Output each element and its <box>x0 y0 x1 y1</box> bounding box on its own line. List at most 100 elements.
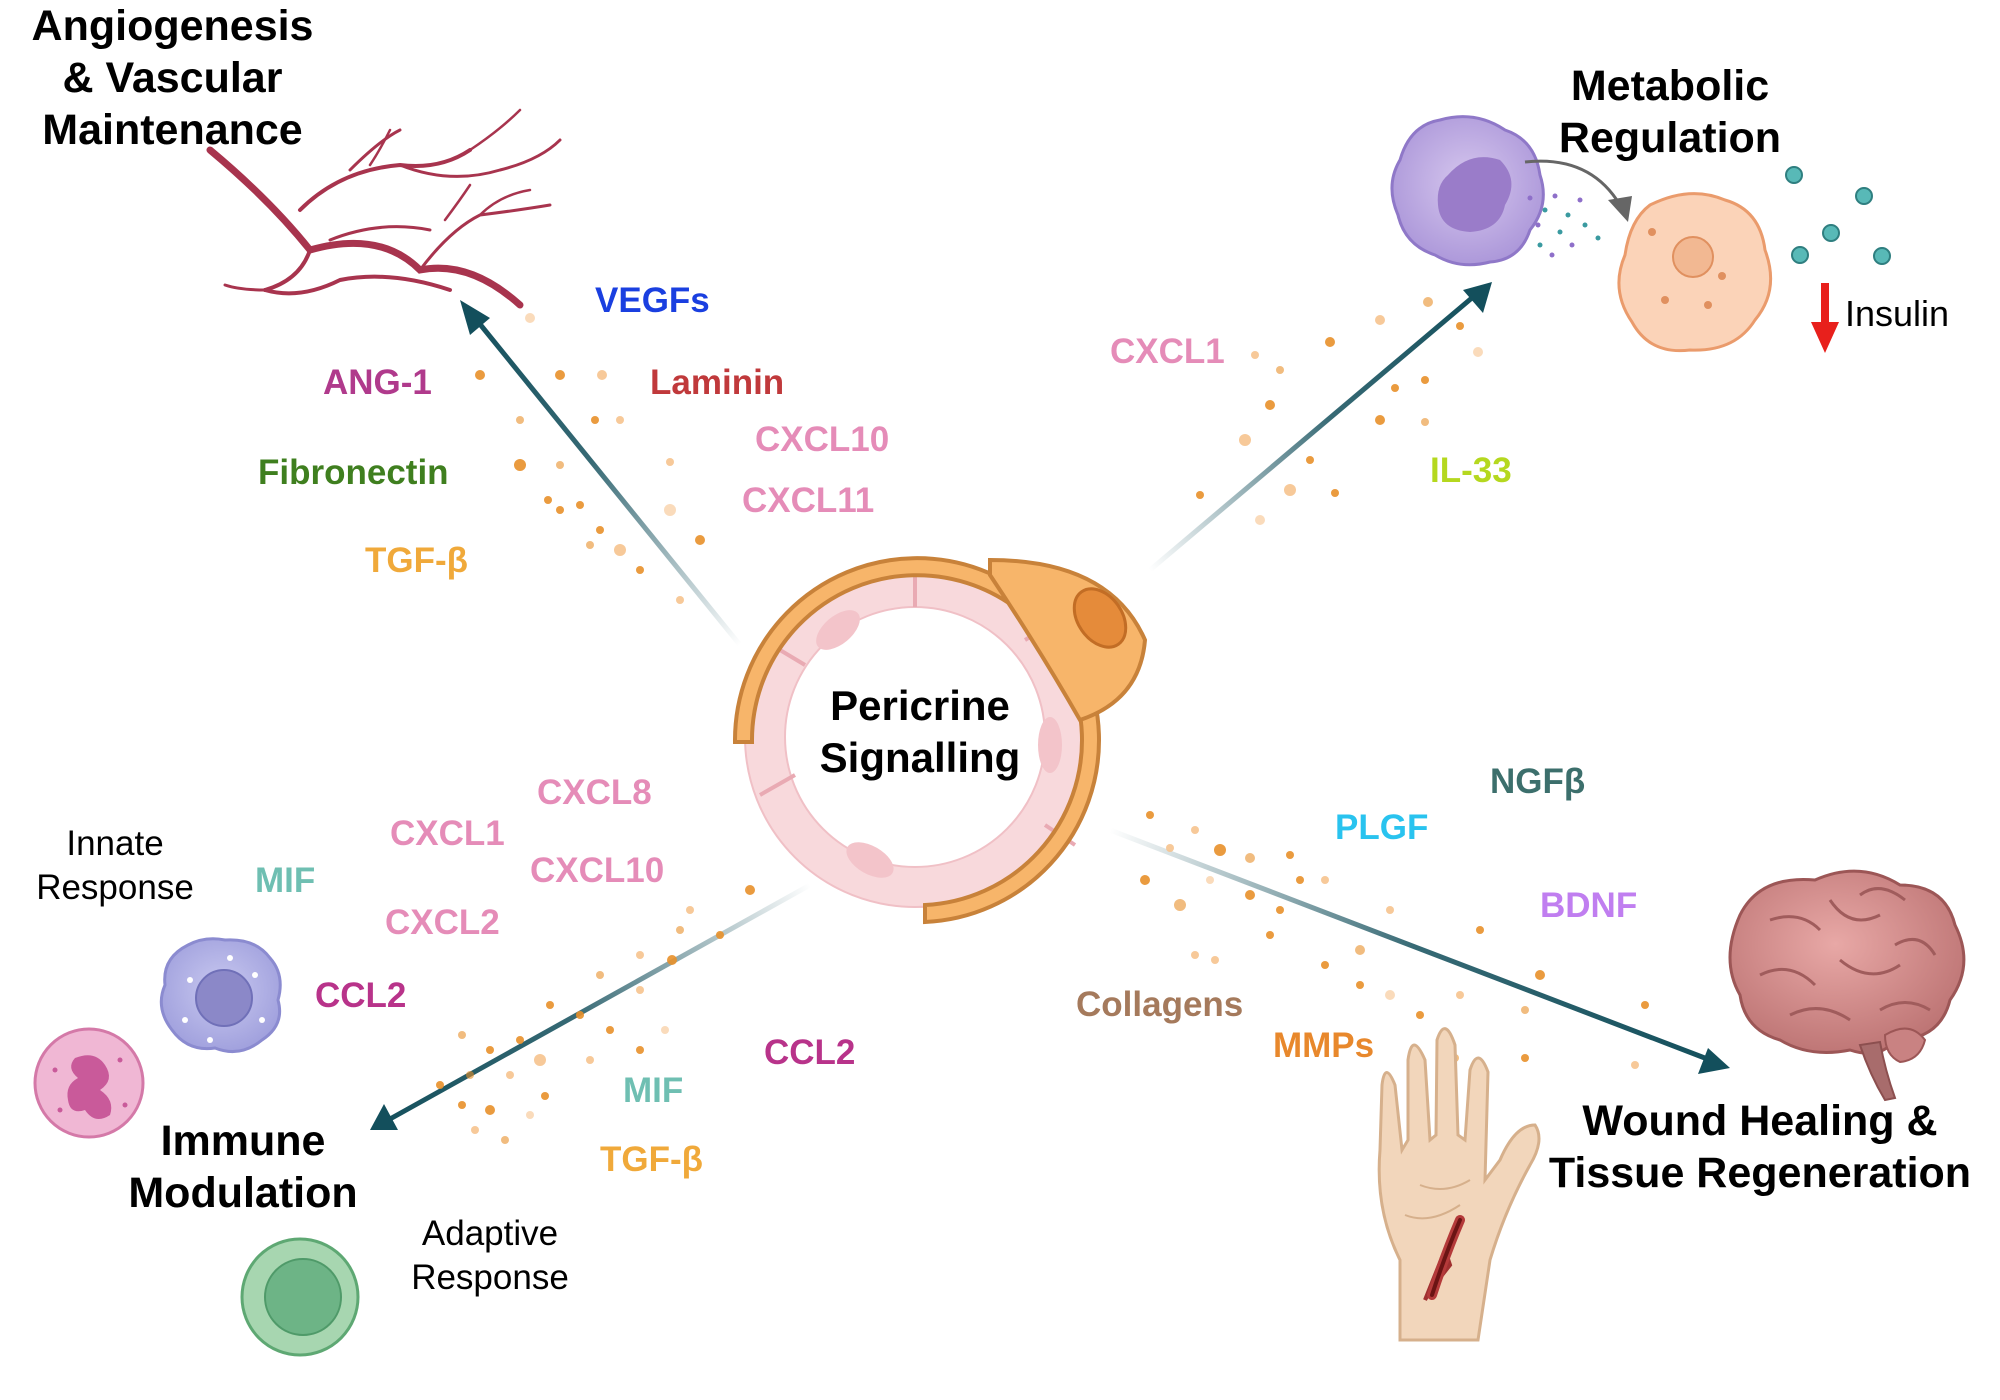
secreted-particles <box>436 297 1649 1144</box>
particle-dot <box>596 526 604 534</box>
particle-dot <box>1386 906 1394 914</box>
label-mif-lower: MIF <box>623 1071 684 1110</box>
center-title: Pericrine Signalling <box>790 680 1050 784</box>
center-title-line1: Pericrine <box>830 682 1010 729</box>
particle-dot <box>1375 315 1385 325</box>
particle-dot <box>1356 981 1364 989</box>
arrows-group <box>370 282 1730 1130</box>
particle-dot <box>1375 415 1385 425</box>
particle-dot <box>1286 851 1294 859</box>
center-title-line2: Signalling <box>819 734 1021 781</box>
label-vegfs: VEGFs <box>595 281 710 320</box>
label-cxcl11: CXCL11 <box>742 481 875 520</box>
angiogenesis-title-line2: & Vascular <box>62 54 283 102</box>
particle-dot <box>586 541 594 549</box>
label-ccl2-upper: CCL2 <box>315 976 407 1015</box>
label-ang1: ANG-1 <box>323 363 432 402</box>
label-fibronectin: Fibronectin <box>258 453 449 492</box>
particle-dot <box>1321 961 1329 969</box>
particle-dot <box>1191 826 1199 834</box>
arrow-to-immune <box>388 882 812 1122</box>
angiogenesis-title-line3: Maintenance <box>42 106 303 154</box>
particle-dot <box>1146 811 1154 819</box>
lymphocyte-icon <box>240 1237 360 1357</box>
label-ccl2-lower: CCL2 <box>764 1033 856 1072</box>
particle-dot <box>1166 844 1174 852</box>
innate-cell-icon <box>159 937 282 1054</box>
particle-dot <box>676 926 684 934</box>
particle-dot <box>514 459 526 471</box>
particle-dot <box>1331 489 1339 497</box>
macrophage-icon <box>1390 115 1545 267</box>
particle-dot <box>1214 844 1226 856</box>
particle-dot <box>1266 931 1274 939</box>
particle-dot <box>1245 853 1255 863</box>
arrowhead-immune <box>370 1104 398 1130</box>
particle-dot <box>501 1136 509 1144</box>
particle-dot <box>1641 1001 1649 1009</box>
wound-title-line2: Tissue Regeneration <box>1548 1149 1972 1197</box>
particle-dot <box>458 1031 466 1039</box>
particle-dot <box>1206 876 1214 884</box>
particle-dot <box>597 370 607 380</box>
particle-dot <box>516 416 524 424</box>
insulin-label: Insulin <box>1845 293 1950 334</box>
label-cxcl1-lower: CXCL1 <box>390 814 505 853</box>
label-tgfb-upper: TGF-β <box>365 541 469 580</box>
wounded-hand-icon <box>1377 1027 1541 1342</box>
particle-dot <box>596 971 604 979</box>
particle-dot <box>576 1011 584 1019</box>
particle-dot <box>556 461 564 469</box>
particle-dot <box>1265 400 1275 410</box>
particle-dot <box>1473 347 1483 357</box>
label-plgf: PLGF <box>1335 808 1429 847</box>
particle-dot <box>1255 515 1265 525</box>
wound-title-line1: Wound Healing & <box>1582 1097 1938 1145</box>
label-cxcl8: CXCL8 <box>537 773 652 812</box>
particle-dot <box>636 986 644 994</box>
particle-dot <box>1321 876 1329 884</box>
brain-icon <box>1728 869 1966 1102</box>
secretion-arrow <box>1524 159 1622 206</box>
particle-dot <box>1456 991 1464 999</box>
label-laminin: Laminin <box>650 363 785 402</box>
neutrophil-icon <box>33 1027 145 1139</box>
particle-dot <box>716 931 724 939</box>
particle-dot <box>591 416 599 424</box>
particle-dot <box>1421 376 1429 384</box>
particle-dot <box>1174 899 1186 911</box>
pericyte-vessel-icon <box>732 556 1148 925</box>
particle-dot <box>546 1001 554 1009</box>
particle-dot <box>1251 351 1259 359</box>
particle-dot <box>661 1026 669 1034</box>
innate-label-line2: Response <box>36 868 194 907</box>
arrowhead-metabolic <box>1463 282 1492 313</box>
particle-dot <box>686 906 694 914</box>
angiogenesis-title: Angiogenesis & Vascular Maintenance <box>30 0 315 156</box>
particle-dot <box>576 501 584 509</box>
particle-dot <box>1521 1006 1529 1014</box>
label-cxcl10-lower: CXCL10 <box>530 851 665 890</box>
wound-title: Wound Healing & Tissue Regeneration <box>1540 1095 1980 1199</box>
particle-dot <box>1521 1054 1529 1062</box>
particle-dot <box>1535 970 1545 980</box>
particle-dot <box>616 416 624 424</box>
arrow-to-wound <box>1109 827 1711 1063</box>
immune-title-line2: Modulation <box>128 1169 358 1217</box>
down-arrow-icon <box>1811 283 1839 353</box>
label-cxcl1-upper: CXCL1 <box>1110 332 1225 371</box>
particle-dot <box>636 566 644 574</box>
particle-dot <box>666 458 674 466</box>
particle-dot <box>676 596 684 604</box>
label-collagens: Collagens <box>1076 985 1244 1024</box>
innate-label-line1: Innate <box>66 824 164 863</box>
particle-dot <box>436 1081 444 1089</box>
adaptive-label-line2: Response <box>411 1258 569 1297</box>
arrow-to-metabolic <box>1148 295 1475 572</box>
particle-dot <box>1196 491 1204 499</box>
adaptive-response-label: Adaptive Response <box>395 1212 585 1300</box>
particle-dot <box>486 1046 494 1054</box>
particle-dot <box>1416 1011 1424 1019</box>
particle-dot <box>516 1036 524 1044</box>
